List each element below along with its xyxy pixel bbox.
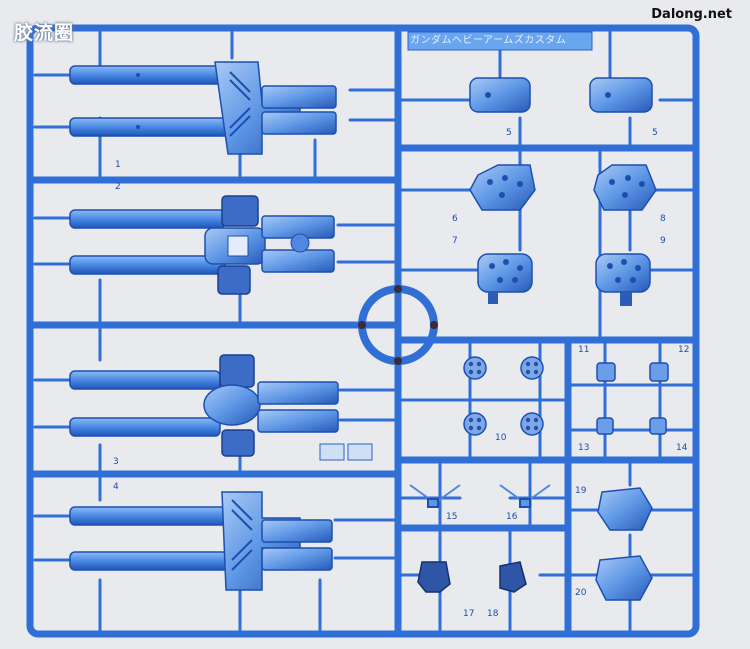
part-label: 3 <box>113 457 119 467</box>
part-label: 15 <box>446 512 458 522</box>
watermark-left: 胶流圈 <box>14 22 75 44</box>
part-label: 6 <box>452 214 458 224</box>
part-label: 4 <box>113 482 119 492</box>
part-label: 19 <box>575 486 587 496</box>
part-label: 12 <box>678 345 690 355</box>
part-label: 1 <box>115 160 121 170</box>
part-label: 10 <box>495 433 507 443</box>
armor-pieces <box>595 487 653 601</box>
hex-pod-upper-right <box>593 164 657 211</box>
part-5-left <box>469 77 531 113</box>
part-label: 13 <box>578 443 590 453</box>
part-label: 7 <box>452 236 458 246</box>
hex-pod-lower-left <box>477 253 533 304</box>
part-label: 17 <box>463 609 475 619</box>
gatling-unit-2 <box>69 195 335 295</box>
runner-title-plate <box>407 31 593 51</box>
hex-pod-upper-left <box>469 164 536 211</box>
watermark-right: Dalong.net <box>651 7 732 22</box>
part-label: 14 <box>676 443 688 453</box>
part-label: 5 <box>506 128 512 138</box>
part-label: 20 <box>575 588 587 598</box>
joint-parts <box>417 561 527 593</box>
part-label: 18 <box>487 609 499 619</box>
runner-title: ガンダムヘビーアームズカスタム <box>410 35 567 46</box>
part-label: 5 <box>652 128 658 138</box>
part-label: 2 <box>115 182 121 192</box>
runner-frame <box>26 24 700 638</box>
small-blocks <box>596 362 669 435</box>
part-label: 9 <box>660 236 666 246</box>
part-5-right <box>589 77 653 113</box>
part-label: 8 <box>660 214 666 224</box>
part-label: 16 <box>506 512 518 522</box>
missile-discs <box>463 356 544 436</box>
gatling-unit-3 <box>69 354 373 461</box>
gatling-unit-4 <box>69 491 333 591</box>
gatling-unit-1 <box>69 61 337 155</box>
antenna-parts <box>409 484 551 508</box>
part-label: 11 <box>578 345 590 355</box>
hex-pod-lower-right <box>595 253 651 306</box>
